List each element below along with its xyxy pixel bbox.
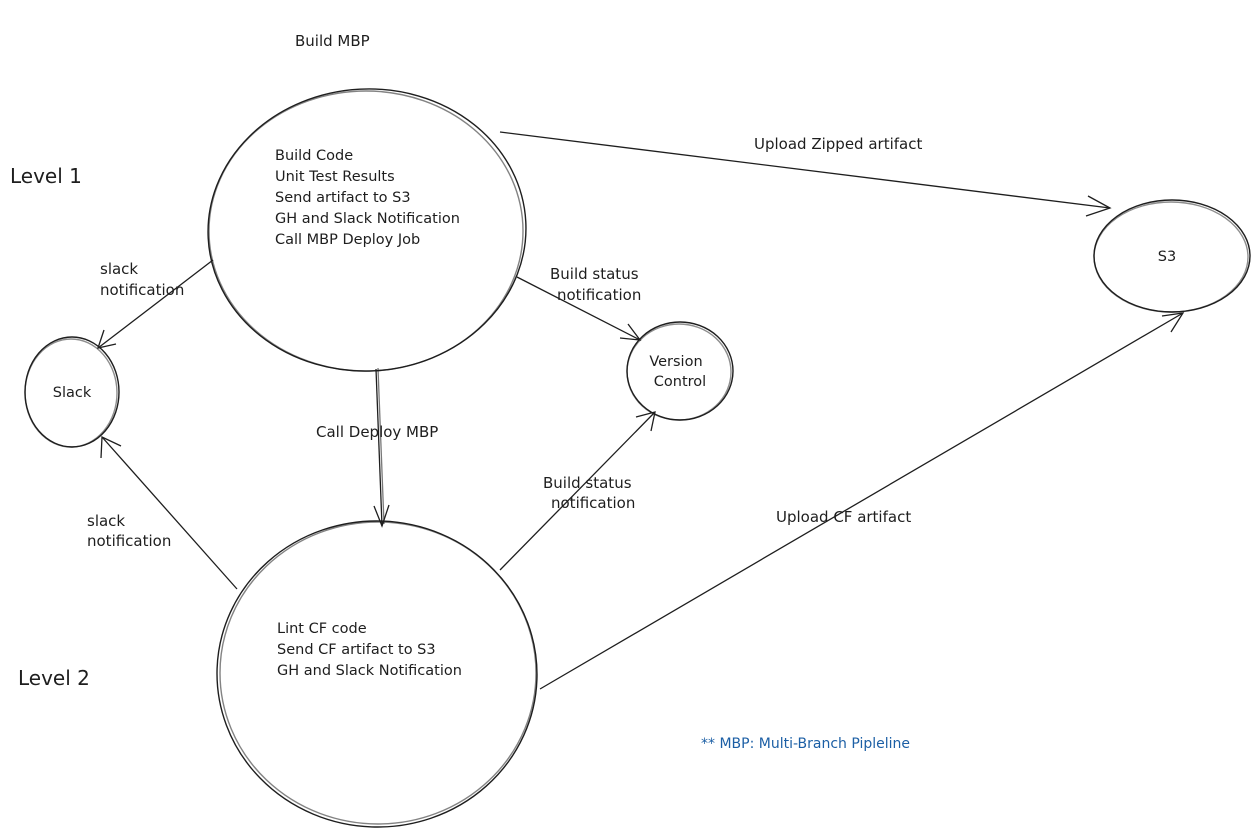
slack-label: Slack [53, 385, 92, 401]
version-control-line: Control [654, 374, 706, 390]
edge-label-slack-notif-2: slack [87, 512, 125, 530]
edge-call-deploy: Call Deploy MBP [316, 367, 438, 528]
edge-slack-notification-1: slack notification [97, 259, 214, 349]
mbp-footnote: ** MBP: Multi-Branch Pipleline [701, 736, 910, 752]
build-mbp-line: GH and Slack Notification [275, 211, 460, 227]
version-control-node: Version Control [626, 321, 734, 421]
edge-label-build-status-2: Build status [543, 474, 632, 492]
deploy-mbp-node: Lint CF code Send CF artifact to S3 GH a… [216, 520, 538, 828]
slack-node: Slack [24, 336, 120, 448]
edge-build-status-2: Build status notification [499, 411, 656, 571]
build-mbp-line: Build Code [275, 148, 353, 164]
edge-label-build-status-1: Build status [550, 265, 639, 283]
edge-label-upload-zipped: Upload Zipped artifact [754, 135, 922, 153]
level-1-label: Level 1 [10, 164, 82, 188]
edge-label-slack-notif-1: notification [100, 281, 184, 299]
level-2-label: Level 2 [18, 666, 90, 690]
edge-label-call-deploy: Call Deploy MBP [316, 423, 438, 441]
edge-label-slack-notif-2: notification [87, 532, 171, 550]
build-mbp-line: Send artifact to S3 [275, 190, 411, 206]
deploy-mbp-line: GH and Slack Notification [277, 663, 462, 679]
build-mbp-line: Unit Test Results [275, 169, 395, 185]
edge-label-slack-notif-1: slack [100, 260, 138, 278]
edge-label-build-status-1: notification [557, 286, 641, 304]
diagram-title: Build MBP [295, 32, 370, 50]
s3-label: S3 [1158, 249, 1176, 265]
edge-build-status-1: Build status notification [516, 265, 642, 341]
build-mbp-node: Build Code Unit Test Results Send artifa… [207, 88, 527, 372]
edge-slack-notification-2: slack notification [87, 435, 238, 590]
s3-node: S3 [1093, 199, 1251, 313]
edge-label-build-status-2: notification [551, 494, 635, 512]
version-control-line: Version [649, 354, 702, 370]
edge-upload-zipped: Upload Zipped artifact [499, 131, 1112, 217]
deploy-mbp-line: Send CF artifact to S3 [277, 642, 436, 658]
build-mbp-line: Call MBP Deploy Job [275, 232, 420, 248]
deploy-mbp-line: Lint CF code [277, 621, 367, 637]
edge-upload-cf: Upload CF artifact [539, 312, 1185, 690]
edge-label-upload-cf: Upload CF artifact [776, 508, 911, 526]
